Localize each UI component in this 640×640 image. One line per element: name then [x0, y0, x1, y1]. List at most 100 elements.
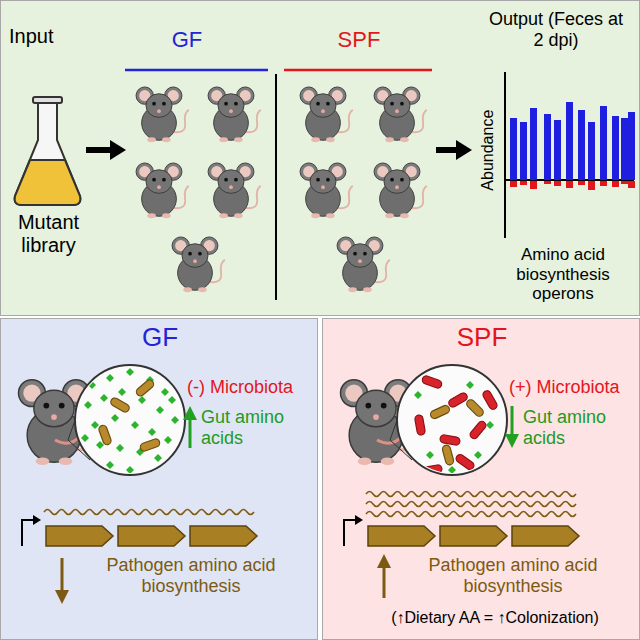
amino-acid-label: Gut amino acids	[201, 407, 313, 448]
bacterium	[421, 464, 442, 475]
amino-acid	[164, 436, 172, 444]
flow-arrow	[86, 140, 126, 160]
bar-chart	[505, 72, 635, 238]
amino-acid	[118, 388, 126, 396]
gene-arrow	[440, 526, 507, 546]
gf-mouse-lens	[18, 365, 185, 475]
bacterium	[414, 414, 425, 435]
mice	[136, 87, 427, 292]
input-label: Input	[9, 25, 89, 48]
amino-acid	[148, 428, 156, 436]
abundance-bar	[588, 122, 595, 180]
depletion-bar	[520, 181, 527, 185]
group-label: SPF	[311, 27, 407, 52]
axis-label: Amino acid biosynthesis operons	[489, 245, 637, 304]
bacterium	[421, 375, 443, 389]
bacterium	[98, 424, 112, 446]
amino-acid	[138, 396, 146, 404]
transcript-wave	[366, 502, 576, 507]
amino-acid	[116, 444, 124, 452]
amino-acid	[91, 421, 99, 429]
microbiota-label: (-) Microbiota	[187, 377, 315, 398]
amino-acid-down-arrow	[505, 406, 519, 448]
amino-acid	[414, 391, 422, 399]
gf-panel: GF (-) MicrobiotaGut amino acidsPathogen …	[0, 318, 318, 640]
bacterium	[442, 444, 455, 465]
amino-acid	[126, 466, 134, 474]
bacterium	[469, 420, 488, 440]
depletion-bar	[600, 181, 607, 186]
operon	[344, 492, 579, 547]
biosynthesis-down-arrow	[55, 558, 69, 604]
flask	[15, 97, 81, 205]
panel-title: SPF	[432, 323, 532, 353]
amino-acid	[106, 461, 114, 469]
abundance-bar	[530, 108, 537, 180]
abundance-bar	[520, 122, 527, 180]
abundance-bar	[554, 120, 561, 180]
library-label: Mutant library	[1, 211, 96, 257]
amino-acid-up-arrow	[183, 406, 197, 448]
spf-mouse-lens	[340, 365, 507, 476]
amino-acid	[81, 434, 89, 442]
biosynthesis-label: Pathogen amino acid biosynthesis	[73, 555, 309, 596]
amino-acid	[100, 394, 108, 402]
operon	[22, 510, 257, 547]
amino-acid	[154, 454, 162, 462]
promoter	[344, 520, 356, 546]
amino-acid	[171, 416, 179, 424]
spf-panel-ground	[322, 318, 640, 640]
depletion-bar	[530, 181, 537, 189]
amino-acid	[474, 451, 482, 459]
gene-arrow	[512, 526, 579, 546]
amino-acid	[466, 381, 474, 389]
amino-acid	[161, 388, 169, 396]
experiment-panel: InputMutant libraryGFSPFOutput (Feces at…	[0, 0, 640, 316]
transcript-wave	[44, 510, 254, 515]
abundance-bar	[510, 118, 517, 180]
depletion-bar	[510, 181, 517, 187]
amino-acid	[168, 396, 176, 404]
amino-acid	[486, 421, 494, 429]
axis-label: Abundance	[479, 95, 497, 205]
microbiota-label: (+) Microbiota	[509, 377, 637, 398]
bacterium	[139, 438, 161, 452]
depletion-bar	[544, 181, 551, 184]
spf-rule	[284, 69, 432, 72]
amino-acid	[156, 406, 164, 414]
gf-rule	[125, 69, 268, 72]
amino-acid	[131, 421, 139, 429]
gene-arrow	[118, 526, 185, 546]
amino-acid-label: Gut amino acids	[523, 407, 635, 448]
bacterium	[439, 434, 460, 445]
abundance-bar	[612, 116, 619, 180]
depletion-bar	[621, 181, 628, 184]
bacterium	[465, 398, 485, 418]
amino-acid	[111, 414, 119, 422]
top-panel-ground	[0, 0, 640, 316]
divider	[275, 74, 277, 300]
depletion-bar	[554, 181, 561, 186]
flow-arrow	[436, 140, 472, 160]
amino-acid	[88, 381, 96, 389]
bacterium	[429, 404, 451, 420]
transcript-wave	[366, 512, 576, 517]
gene-arrow	[368, 526, 435, 546]
transcript-wave	[366, 492, 576, 497]
depletion-bar	[566, 181, 573, 188]
abundance-bar	[544, 114, 551, 180]
panel-title: GF	[110, 323, 210, 353]
abundance-bar	[566, 102, 573, 180]
amino-acid	[106, 374, 114, 382]
gene-arrow	[190, 526, 257, 546]
amino-acid	[448, 466, 456, 474]
bacterium	[135, 379, 155, 398]
depletion-bar	[628, 181, 635, 188]
abundance-bar	[578, 110, 585, 180]
gene-arrow	[46, 526, 113, 546]
bacterium	[109, 397, 130, 414]
promoter-head	[355, 515, 363, 525]
group-label: GF	[147, 27, 227, 52]
